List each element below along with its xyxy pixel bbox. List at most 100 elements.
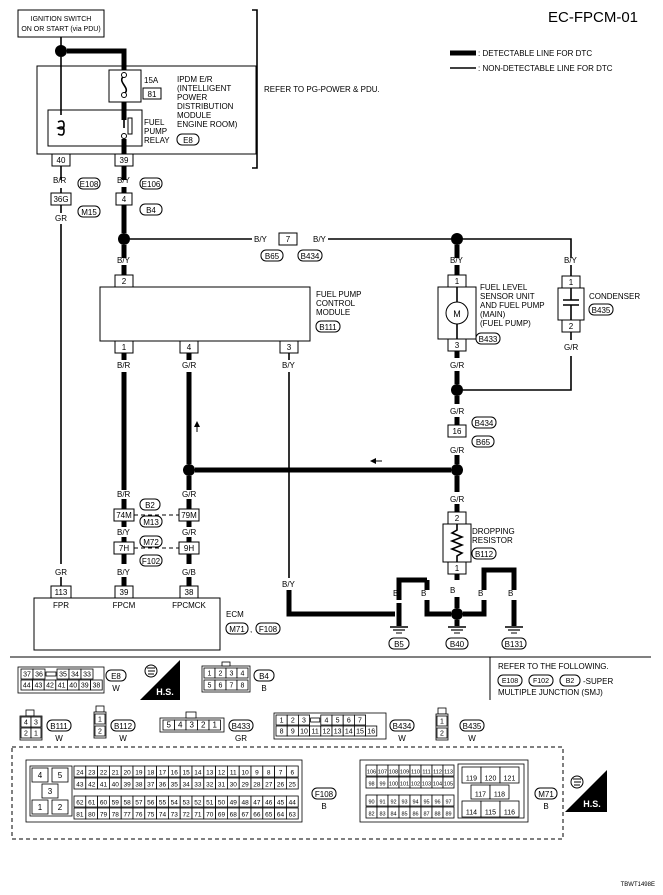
legend-detectable: : DETECTABLE LINE FOR DTC xyxy=(478,49,592,58)
pin-number: 22 xyxy=(100,770,108,777)
connector-b112: 12 xyxy=(93,705,107,739)
pin-number: 70 xyxy=(206,812,214,819)
wire-by-1: B/Y xyxy=(117,176,131,185)
pin-number: 118 xyxy=(494,792,505,799)
pin-number: 37 xyxy=(147,782,155,789)
pin-cell xyxy=(285,777,299,790)
pin-number: 33 xyxy=(83,672,91,679)
junction-b434-b: B434 xyxy=(475,419,494,428)
pin-number: 2 xyxy=(291,718,295,725)
refer-tag-b2: B2 xyxy=(566,678,575,685)
pin-number: 117 xyxy=(475,792,486,799)
connector-b435: 12 xyxy=(435,707,449,741)
pin-number: 16 xyxy=(171,770,179,777)
pin-number: 15 xyxy=(182,770,190,777)
wire-gr-1: GR xyxy=(55,214,67,223)
connector-latch xyxy=(25,709,35,717)
pin-number: 12 xyxy=(323,729,331,736)
wire-by-fpcm3: B/Y xyxy=(282,361,296,370)
pump-name-3: AND FUEL PUMP xyxy=(480,301,545,310)
pin-number: 4 xyxy=(24,720,28,727)
pin-number: 27 xyxy=(265,782,273,789)
wire-gr-2b: G/R xyxy=(182,490,196,499)
wire-gr-cond: G/R xyxy=(564,343,578,352)
ipdm-refer: REFER TO PG-POWER & PDU. xyxy=(264,85,380,94)
pin-number: 9 xyxy=(291,729,295,736)
pin-number: 82 xyxy=(368,812,374,818)
pin-number: 62 xyxy=(76,800,84,807)
pin-number: 38 xyxy=(93,683,101,690)
wire-gr-5: G/R xyxy=(450,495,464,504)
pin-number: 79 xyxy=(100,812,108,819)
pin-number: 57 xyxy=(135,800,143,807)
pin-cell xyxy=(442,776,455,789)
relay-coil-icon xyxy=(56,120,65,136)
pin-cell xyxy=(297,714,310,726)
pin-number: 92 xyxy=(390,800,396,806)
ground-b40: B40 xyxy=(450,640,465,649)
pin-number: 19 xyxy=(135,770,143,777)
wire-by-6: B/Y xyxy=(564,256,578,265)
pin-cell xyxy=(236,679,249,691)
ignition-line-1: IGNITION SWITCH xyxy=(31,16,92,23)
pin-number: 13 xyxy=(334,729,342,736)
ground-b5: B5 xyxy=(394,640,404,649)
pin-cell xyxy=(51,767,69,783)
pin-number: 5 xyxy=(336,718,340,725)
pin-number: 48 xyxy=(241,800,249,807)
refer-line-1: REFER TO THE FOLLOWING. xyxy=(498,662,609,671)
wire-br-1: B/R xyxy=(53,176,67,185)
pin-cell xyxy=(285,795,299,808)
junction-m15: M15 xyxy=(81,208,97,217)
conn-f108-color: B xyxy=(321,802,326,811)
pin-number: 84 xyxy=(390,812,396,818)
ground-b131: B131 xyxy=(505,640,524,649)
pin-number: 30 xyxy=(230,782,238,789)
ground-icon-b5 xyxy=(390,626,408,634)
ignition-switch-box xyxy=(17,9,105,38)
junction-f102: F102 xyxy=(142,557,161,566)
pin-number: 87 xyxy=(423,812,429,818)
pin-number: 94 xyxy=(412,800,418,806)
pin-number: 81 xyxy=(76,812,84,819)
resistor-pin-1: 1 xyxy=(455,564,460,573)
pin-number: 66 xyxy=(253,812,261,819)
ipdm-name-6: ENGINE ROOM) xyxy=(177,120,238,129)
pin-number: 42 xyxy=(46,683,54,690)
pin-number: 44 xyxy=(289,800,297,807)
pin-number: 119 xyxy=(466,776,477,783)
pin-number: 2 xyxy=(98,729,102,736)
pin-number: 10 xyxy=(300,729,308,736)
junction-b434-a: B434 xyxy=(301,252,320,261)
pin-number: 71 xyxy=(194,812,202,819)
pump-name-4: (MAIN) xyxy=(480,310,506,319)
pin-number: 99 xyxy=(379,782,385,788)
pin-number: 101 xyxy=(400,782,409,788)
pin-number: 113 xyxy=(444,770,453,776)
pin-number: 121 xyxy=(504,776,516,783)
ground-icon-b131 xyxy=(505,626,523,634)
pin-number: 37 xyxy=(23,672,31,679)
conn-m71-color: B xyxy=(543,802,548,811)
pin-number: 41 xyxy=(100,782,108,789)
ecm-terminal-fpr: FPR xyxy=(53,601,69,610)
wire-by-4: B/Y xyxy=(313,235,327,244)
hs-label-1: H.S. xyxy=(156,687,174,697)
conn-b433-name: B433 xyxy=(232,722,251,731)
pin-number: 53 xyxy=(182,800,190,807)
wire-b-4: B xyxy=(508,589,513,598)
junction-m13: M13 xyxy=(143,518,159,527)
pin-number: 6 xyxy=(347,718,351,725)
junction-b2: B2 xyxy=(145,501,155,510)
pin-cell xyxy=(489,784,510,800)
pin-number: 14 xyxy=(345,729,353,736)
pin-number: 111 xyxy=(422,770,430,776)
pin-number: 11 xyxy=(230,770,237,777)
splice-2 xyxy=(451,233,463,245)
wire-gr-fpcm: G/R xyxy=(182,361,196,370)
junction-m72: M72 xyxy=(143,538,159,547)
conn-f108-name: F108 xyxy=(315,790,334,799)
pin-cell xyxy=(41,783,59,799)
